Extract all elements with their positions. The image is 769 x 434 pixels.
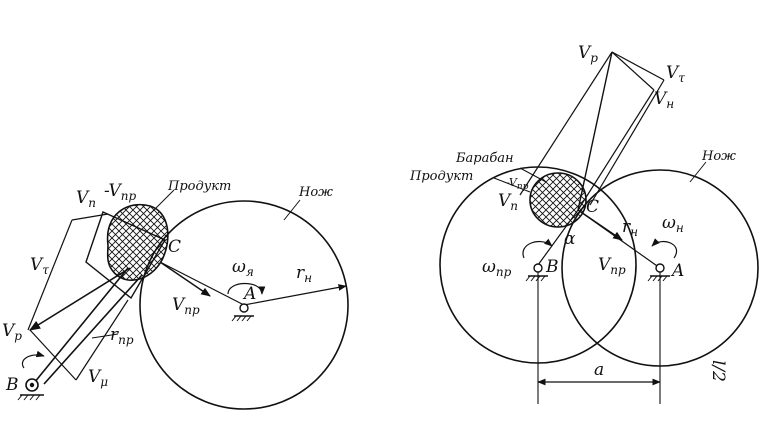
label-vtau-left: Vτ	[30, 255, 49, 277]
label-dist-right: a	[594, 360, 604, 380]
label-vmu-left: Vμ	[88, 367, 108, 389]
label-vn-left: Vп	[76, 188, 96, 210]
line-c-to-b-right	[537, 209, 579, 266]
vtau-line-right	[611, 51, 665, 81]
label-omega-n-right: ωн	[662, 213, 684, 235]
label-vh-right: Vн	[654, 89, 674, 111]
label-c-left: C	[168, 237, 181, 257]
right-figure: Vр Vτ Vн Барабан Продукт Нож -Vпр Vп C r…	[409, 43, 759, 404]
label-minus-vpr-left: -Vпр	[104, 181, 137, 203]
knife-circle-left	[139, 200, 349, 410]
label-vpr-right: Vпр	[598, 255, 626, 277]
knife-leader-right	[689, 161, 707, 183]
label-vp-left: Vр	[2, 321, 22, 343]
rpr-line-left	[91, 333, 119, 339]
pivot-a-left	[231, 303, 254, 322]
product-blob-right	[529, 172, 587, 228]
vtau-back-right	[589, 79, 665, 206]
outer-line-right	[519, 51, 613, 196]
label-vp-right: Vр	[578, 43, 598, 65]
product-blob-left	[106, 203, 169, 281]
pivot-a-right	[647, 263, 670, 282]
label-vn-right: Vп	[498, 191, 518, 213]
vnp-arrow-left	[159, 261, 211, 297]
knife-leader-left	[283, 199, 301, 221]
label-omega-ya-left: ωя	[232, 257, 254, 279]
label-knife-right: Нож	[701, 149, 736, 164]
rotation-arrow-a-left	[227, 282, 266, 295]
rotation-arrow-b-left	[21, 350, 45, 369]
label-vpr-small-right: -Vпр	[506, 176, 529, 192]
product-leader-left	[149, 189, 175, 215]
label-alpha-right: α	[564, 229, 576, 249]
pivot-b-right	[525, 263, 548, 282]
vtau-line-left	[27, 219, 73, 331]
product-leader-right	[493, 177, 531, 193]
label-omega-pr-right: ωпр	[482, 257, 512, 279]
label-product-left: Продукт	[167, 179, 231, 194]
label-vtau-right: Vτ	[666, 63, 685, 85]
label-b-right: B	[545, 257, 559, 277]
ca-line-left	[159, 261, 245, 306]
vpr-arrow-right	[577, 209, 623, 241]
vh-line-right	[611, 51, 655, 91]
label-rpr-left: rпр	[110, 325, 134, 347]
label-rn-right: rн	[622, 217, 638, 239]
rotation-arrow-a-right	[651, 238, 677, 259]
label-b-left: B	[5, 375, 19, 395]
vp-line-right	[577, 51, 613, 211]
arm-left-1	[33, 267, 129, 384]
vp-arrow-left	[29, 267, 131, 331]
vmu-line-left	[75, 299, 129, 381]
rn-line-left	[243, 284, 347, 306]
label-half-right: l/2	[708, 360, 728, 382]
pivot-b-left	[17, 378, 44, 401]
label-a-left: A	[242, 284, 256, 304]
arm-left-2	[43, 274, 143, 385]
vh-back-right	[577, 89, 655, 211]
label-vpr-left: Vпр	[172, 295, 200, 317]
vmu-line-left-2	[29, 329, 77, 381]
left-figure: Vп -Vпр Продукт Нож Vτ C ωя rн A Vпр Vр …	[2, 179, 349, 410]
label-product-right: Продукт	[409, 169, 473, 184]
label-rn-left: rн	[296, 263, 312, 285]
rotation-arrow-b-right	[522, 238, 553, 259]
drum-leader-right	[519, 167, 547, 183]
label-drum-right: Барабан	[455, 151, 514, 166]
chute-left	[85, 211, 166, 300]
label-knife-left: Нож	[298, 185, 333, 200]
label-a-right: A	[670, 261, 684, 281]
vn-line-left	[71, 213, 109, 221]
label-c-right: C	[586, 197, 599, 217]
